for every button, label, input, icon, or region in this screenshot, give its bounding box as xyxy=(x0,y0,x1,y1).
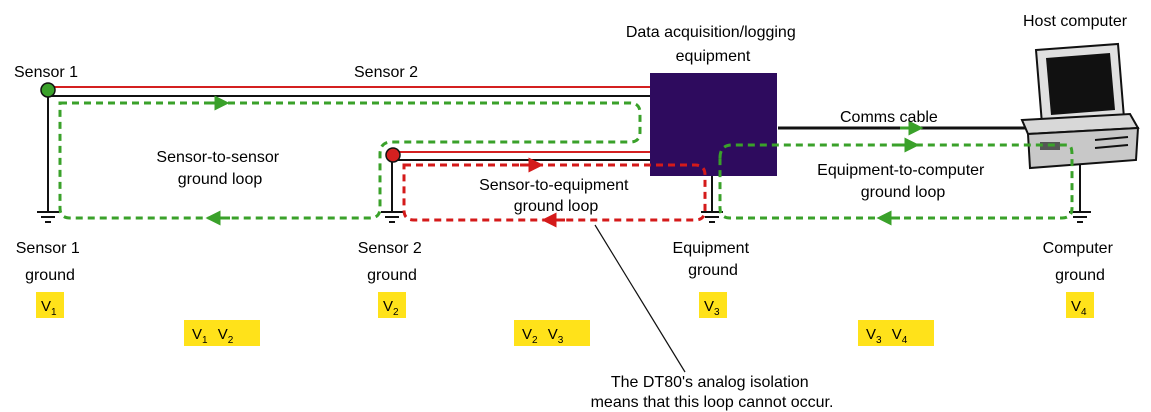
svg-text:V1 V2: V1 V2 xyxy=(192,326,234,347)
svg-text:V2: V2 xyxy=(383,298,399,318)
comms-cable-label: Comms cable xyxy=(840,109,938,126)
svg-text:V1: V1 xyxy=(41,298,57,318)
sensor1-ground-icon xyxy=(37,211,59,223)
sensor2-label: Sensor 2 xyxy=(354,64,418,81)
sensor-to-equipment-loop xyxy=(402,163,707,222)
svg-text:V2 V3: V2 V3 xyxy=(522,326,564,347)
sensor-to-equipment-loop-label: Sensor-to-equipment ground loop xyxy=(479,177,633,215)
sensor2-ground-icon xyxy=(381,211,403,223)
sensor1-label: Sensor 1 xyxy=(14,64,78,81)
voltage-diff-v2-v3: V2 V3 xyxy=(514,320,590,347)
voltage-diff-v1-v2: V1 V2 xyxy=(184,320,260,347)
voltage-diff-v3-v4: V3 V4 xyxy=(858,320,934,347)
host-computer-icon xyxy=(1020,42,1140,170)
note-pointer-line xyxy=(594,224,686,373)
sensor-to-sensor-loop xyxy=(58,101,642,220)
sensor2-cable xyxy=(395,151,650,161)
equipment-to-computer-loop-label: Equipment-to-computer ground loop xyxy=(817,162,989,201)
sensor1-ground-label: Sensor 1 ground xyxy=(16,240,85,284)
equipment-to-computer-loop xyxy=(718,143,1074,220)
svg-text:V3 V4: V3 V4 xyxy=(866,326,908,347)
sensor2-ground-label: Sensor 2 ground xyxy=(358,240,427,284)
computer-ground-label: Computer ground xyxy=(1043,240,1118,284)
svg-text:V4: V4 xyxy=(1071,298,1087,318)
voltage-v2: V2 xyxy=(378,292,406,318)
host-computer-label: Host computer xyxy=(1023,13,1128,30)
sensor-to-sensor-loop-label: Sensor-to-sensor ground loop xyxy=(156,149,283,188)
isolation-note: The DT80's analog isolation means that t… xyxy=(591,374,834,411)
equipment-label: Data acquisition/logging equipment xyxy=(626,24,800,65)
sensor2-icon xyxy=(385,147,401,163)
voltage-v3: V3 xyxy=(699,292,727,318)
voltage-v4: V4 xyxy=(1066,292,1094,318)
sensor1-cable xyxy=(48,86,650,97)
sensor1-icon xyxy=(40,82,56,98)
equipment-ground-label: Equipment ground xyxy=(673,240,754,279)
equipment-box xyxy=(650,73,777,176)
voltage-v1: V1 xyxy=(36,292,64,318)
svg-text:V3: V3 xyxy=(704,298,720,318)
